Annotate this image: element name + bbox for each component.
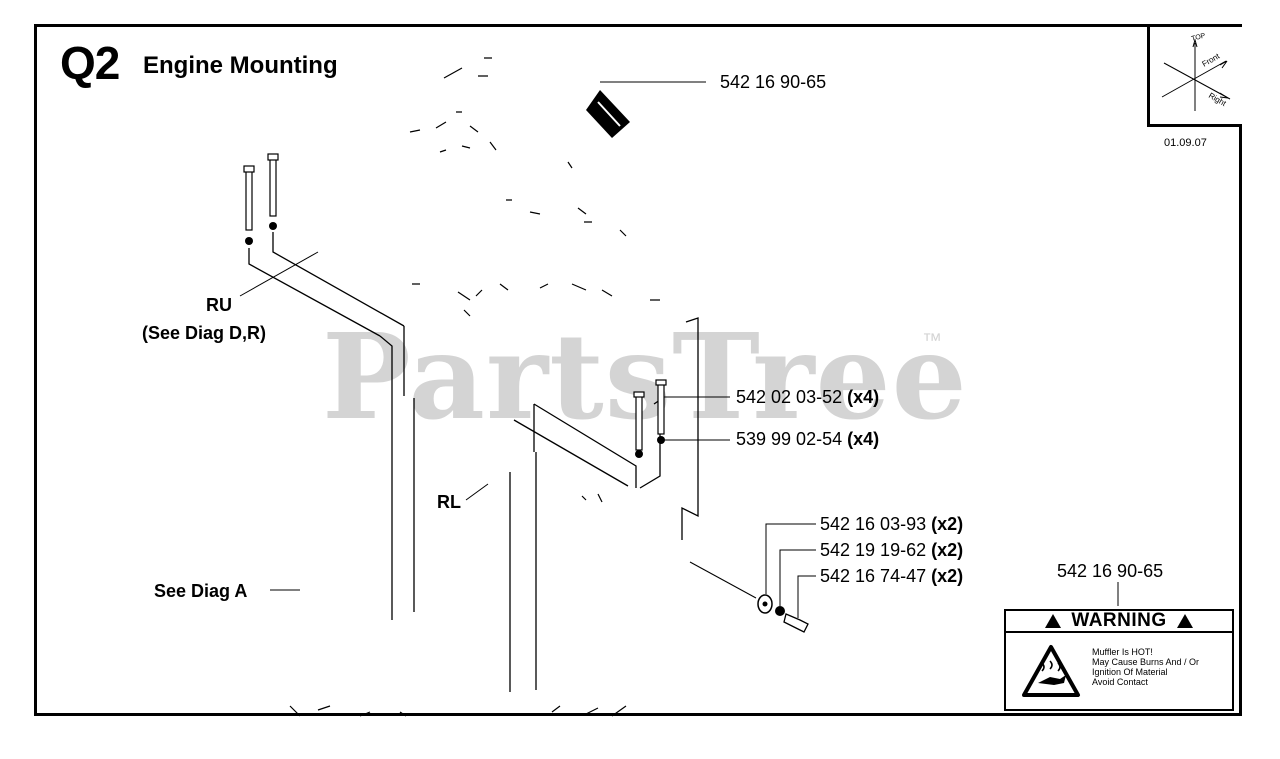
callout-decal-top: 542 16 90-65 bbox=[720, 73, 826, 91]
ref-ru-see: (See Diag D,R) bbox=[142, 323, 267, 343]
trademark-mark: ™ bbox=[922, 330, 942, 352]
part-number: 542 02 03-52 bbox=[736, 387, 843, 407]
callout-lockwasher: 542 19 19-62 (x2) bbox=[820, 541, 963, 559]
part-number: 542 16 90-65 bbox=[720, 72, 827, 92]
warning-line: Ignition Of Material bbox=[1092, 667, 1168, 677]
part-number: 542 16 03-93 bbox=[820, 514, 927, 534]
diagram-frame bbox=[34, 24, 1242, 716]
orientation-indicator: TOP Front Right bbox=[1147, 27, 1242, 127]
warning-text: Muffler Is HOT! May Cause Burns And / Or… bbox=[1092, 647, 1199, 687]
part-number: 539 99 02-54 bbox=[736, 429, 843, 449]
callout-warning-decal: 542 16 90-65 bbox=[1057, 562, 1163, 580]
right-bolts bbox=[633, 379, 667, 458]
part-number: 542 16 90-65 bbox=[1057, 561, 1164, 581]
warning-decal: WARNING Muffler Is HOT! May Cause Burns … bbox=[1004, 609, 1234, 711]
decal-pad bbox=[586, 90, 630, 138]
callout-bolt: 542 02 03-52 (x4) bbox=[736, 388, 879, 406]
warning-body: Muffler Is HOT! May Cause Burns And / Or… bbox=[1006, 633, 1232, 711]
ref-see-a: See Diag A bbox=[154, 581, 248, 601]
top-axis-label: TOP bbox=[1191, 32, 1207, 43]
engine-fragments bbox=[250, 57, 660, 717]
watermark: PartsTree bbox=[322, 307, 968, 446]
diagram-date: 01.09.07 bbox=[1164, 137, 1207, 149]
orientation-axes-icon: TOP Front Right bbox=[1161, 32, 1231, 111]
rail-rl bbox=[509, 317, 699, 692]
warning-triangle-icon bbox=[1176, 614, 1193, 628]
diagram-code: Q2 bbox=[60, 37, 120, 89]
left-bolts bbox=[243, 153, 279, 245]
ref-rl: RL bbox=[437, 492, 461, 512]
quantity: (x4) bbox=[847, 429, 880, 449]
warning-triangle-icon bbox=[1045, 614, 1062, 628]
warning-line: May Cause Burns And / Or bbox=[1092, 657, 1200, 667]
leader-lines bbox=[239, 251, 1119, 618]
callout-nut: 539 99 02-54 (x4) bbox=[736, 430, 879, 448]
quantity: (x2) bbox=[931, 514, 964, 534]
quantity: (x2) bbox=[931, 566, 964, 586]
warning-header: WARNING bbox=[1006, 610, 1232, 633]
quantity: (x4) bbox=[847, 387, 880, 407]
rail-ru bbox=[248, 232, 415, 620]
ref-ru: RU bbox=[206, 295, 232, 315]
callout-screw: 542 16 74-47 (x2) bbox=[820, 567, 963, 585]
warning-heading: WARNING bbox=[1071, 610, 1167, 631]
quantity: (x2) bbox=[931, 540, 964, 560]
diagram-title: Engine Mounting bbox=[143, 52, 338, 79]
right-axis-label: Right bbox=[1207, 91, 1228, 109]
warning-line: Muffler Is HOT! bbox=[1092, 647, 1153, 657]
callout-washer: 542 16 03-93 (x2) bbox=[820, 515, 963, 533]
hot-surface-hand-icon bbox=[1022, 645, 1080, 697]
muffler-fasteners bbox=[689, 561, 809, 633]
front-axis-label: Front bbox=[1201, 51, 1222, 69]
part-number: 542 16 74-47 bbox=[820, 566, 927, 586]
warning-line: Avoid Contact bbox=[1092, 677, 1148, 687]
part-number: 542 19 19-62 bbox=[820, 540, 927, 560]
